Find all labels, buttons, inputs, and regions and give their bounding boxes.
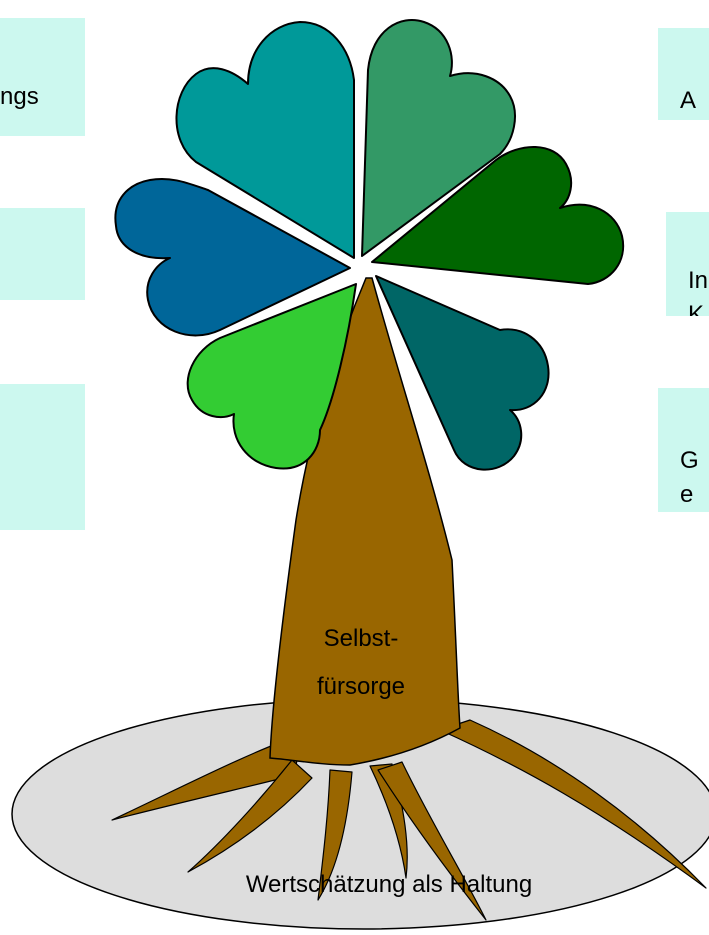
trunk-label-line2: fürsorge <box>317 673 405 700</box>
ground-label: Wertschätzung als Haltung <box>246 871 532 898</box>
trunk-label-line1: Selbst- <box>324 625 399 652</box>
